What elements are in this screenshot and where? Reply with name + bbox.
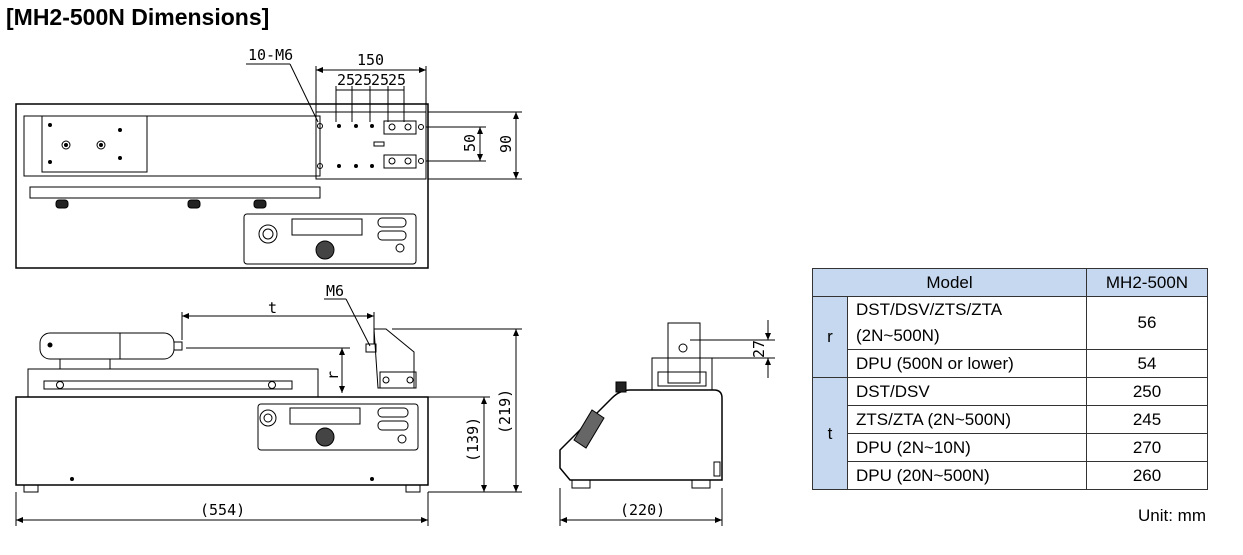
- pitch-label-2: 25: [354, 71, 372, 89]
- offset-label: 27: [750, 340, 768, 358]
- height-total-label: (219): [496, 389, 514, 434]
- unit-label: Unit: mm: [1138, 506, 1206, 525]
- table-row: DPU (20N~500N) 260: [813, 461, 1208, 490]
- height-base-label: (139): [464, 417, 482, 462]
- length-label: (554): [200, 501, 245, 519]
- row-model: DPU (20N~500N): [847, 461, 1087, 490]
- row-model-line1: DST/DSV/ZTS/ZTA: [856, 300, 1003, 319]
- table-header-row: Model MH2-500N: [812, 268, 1208, 297]
- row-value: 56: [1086, 296, 1208, 350]
- top-view: [15, 63, 522, 269]
- table-row: DPU (2N~10N) 270: [813, 433, 1208, 462]
- holes-label: 10-M6: [248, 46, 293, 64]
- row-model: DPU (2N~10N): [847, 433, 1087, 462]
- front-view: [15, 298, 522, 526]
- row-value: 260: [1086, 461, 1208, 490]
- dimension-table: Model MH2-500N r DST/DSV/ZTS/ZTA (2N~500…: [812, 268, 1208, 490]
- dimension-drawing: 10-M6 150 25 25 25 25 50 90: [15, 46, 775, 526]
- depth-label: (220): [620, 501, 665, 519]
- r-label: r: [324, 371, 342, 380]
- group-label-r: r: [812, 296, 848, 378]
- outer-height-label: 90: [497, 135, 515, 153]
- table-row: t DST/DSV 250: [812, 377, 1208, 490]
- table-row: DPU (500N or lower) 54: [813, 349, 1208, 378]
- table-row: r DST/DSV/ZTS/ZTA (2N~500N) 56: [812, 296, 1208, 378]
- row-value: 250: [1086, 377, 1208, 406]
- header-value: MH2-500N: [1086, 268, 1208, 297]
- page-title: [MH2-500N Dimensions]: [6, 4, 270, 30]
- t-label: t: [268, 299, 277, 317]
- row-model: ZTS/ZTA (2N~500N): [847, 405, 1087, 434]
- row-value: 245: [1086, 405, 1208, 434]
- pitch-label-4: 25: [388, 71, 406, 89]
- group-label-t: t: [812, 377, 848, 490]
- thread-label: M6: [326, 282, 344, 300]
- table-row: ZTS/ZTA (2N~500N) 245: [813, 405, 1208, 434]
- header-model: Model: [812, 268, 1087, 297]
- width-label: 150: [357, 51, 384, 69]
- row-model: DPU (500N or lower): [847, 349, 1087, 378]
- side-view: [559, 320, 775, 526]
- row-value: 54: [1086, 349, 1208, 378]
- row-model: DST/DSV/ZTS/ZTA (2N~500N): [847, 296, 1087, 350]
- inner-height-label: 50: [461, 134, 479, 152]
- row-model: DST/DSV: [847, 377, 1087, 406]
- row-model-line2: (2N~500N): [856, 326, 940, 345]
- pitch-label-3: 25: [371, 71, 389, 89]
- pitch-label-1: 25: [337, 71, 355, 89]
- row-value: 270: [1086, 433, 1208, 462]
